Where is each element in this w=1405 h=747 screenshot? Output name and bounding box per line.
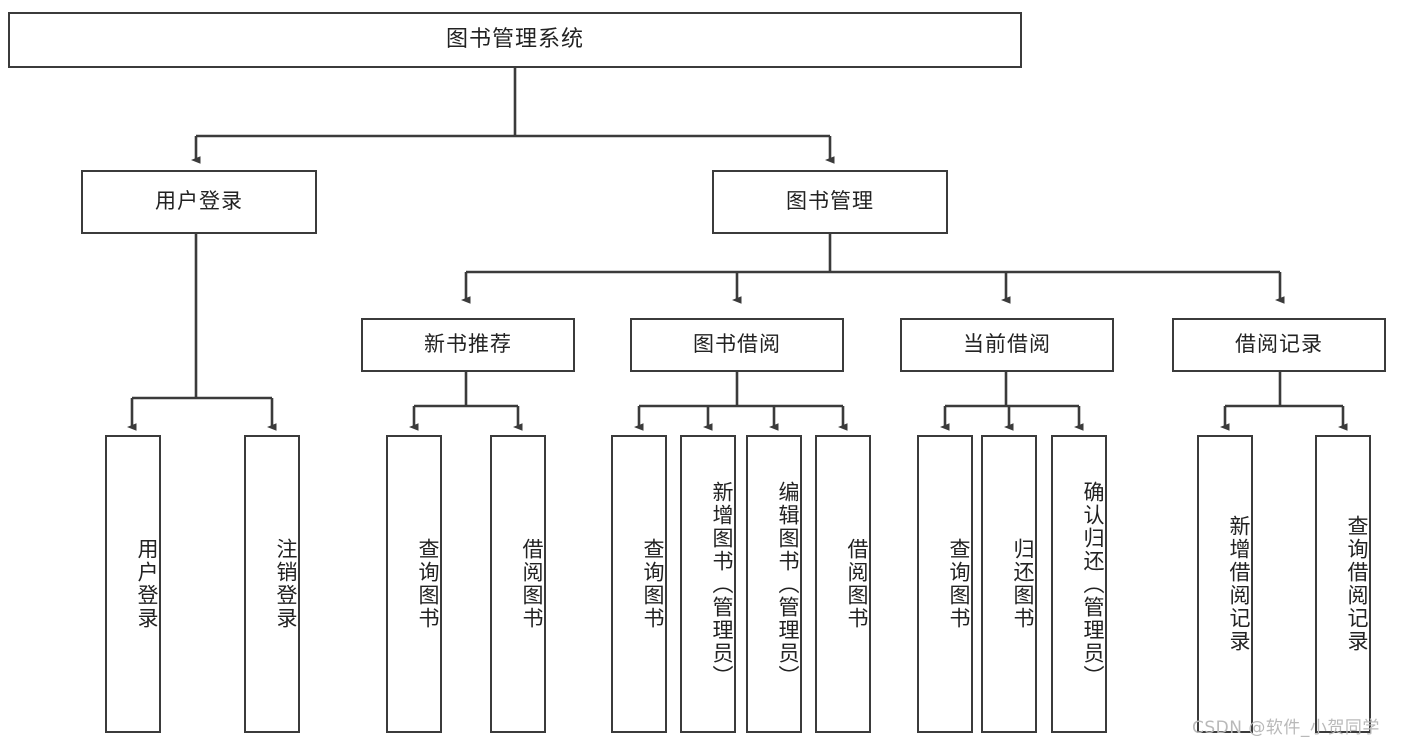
- leaf-return-book[interactable]: 归还图书: [981, 435, 1037, 733]
- node-book-borrow[interactable]: 图书借阅: [630, 318, 844, 372]
- node-label: 新增图书（管理员）: [710, 480, 734, 688]
- node-label: 注销登录: [274, 538, 298, 630]
- node-label: 当前借阅: [963, 332, 1051, 357]
- leaf-logout[interactable]: 注销登录: [244, 435, 300, 733]
- node-label: 查询借阅记录: [1345, 515, 1369, 653]
- leaf-query-book-new[interactable]: 查询图书: [386, 435, 442, 733]
- node-label: 图书管理: [786, 189, 874, 214]
- node-user-login[interactable]: 用户登录: [81, 170, 317, 234]
- node-label: 图书借阅: [693, 332, 781, 357]
- node-label: 用户登录: [155, 189, 243, 214]
- node-label: 借阅图书: [520, 538, 544, 630]
- node-label: 确认归还（管理员）: [1081, 480, 1105, 688]
- node-label: 借阅图书: [845, 538, 869, 630]
- node-new-book-recommend[interactable]: 新书推荐: [361, 318, 575, 372]
- node-label: 归还图书: [1011, 538, 1035, 630]
- node-book-management[interactable]: 图书管理: [712, 170, 948, 234]
- node-borrow-record[interactable]: 借阅记录: [1172, 318, 1386, 372]
- node-label: 编辑图书（管理员）: [776, 480, 800, 688]
- node-label: 用户登录: [135, 538, 159, 630]
- leaf-borrow-book[interactable]: 借阅图书: [815, 435, 871, 733]
- node-current-borrow[interactable]: 当前借阅: [900, 318, 1114, 372]
- node-label: 查询图书: [416, 538, 440, 630]
- node-label: 图书管理系统: [445, 26, 584, 52]
- node-label: 查询图书: [947, 538, 971, 630]
- leaf-add-book-admin[interactable]: 新增图书（管理员）: [680, 435, 736, 733]
- node-root[interactable]: 图书管理系统: [8, 12, 1022, 68]
- leaf-query-borrow-record[interactable]: 查询借阅记录: [1315, 435, 1371, 733]
- watermark: CSDN @软件_小贺同学: [1192, 718, 1380, 738]
- leaf-query-book-borrow[interactable]: 查询图书: [611, 435, 667, 733]
- leaf-query-book-current[interactable]: 查询图书: [917, 435, 973, 733]
- leaf-borrow-book-new[interactable]: 借阅图书: [490, 435, 546, 733]
- leaf-user-login[interactable]: 用户登录: [105, 435, 161, 733]
- node-label: 新增借阅记录: [1227, 515, 1251, 653]
- node-label: 新书推荐: [424, 332, 512, 357]
- leaf-edit-book-admin[interactable]: 编辑图书（管理员）: [746, 435, 802, 733]
- node-label: 借阅记录: [1235, 332, 1323, 357]
- leaf-add-borrow-record[interactable]: 新增借阅记录: [1197, 435, 1253, 733]
- leaf-confirm-return-admin[interactable]: 确认归还（管理员）: [1051, 435, 1107, 733]
- node-label: 查询图书: [641, 538, 665, 630]
